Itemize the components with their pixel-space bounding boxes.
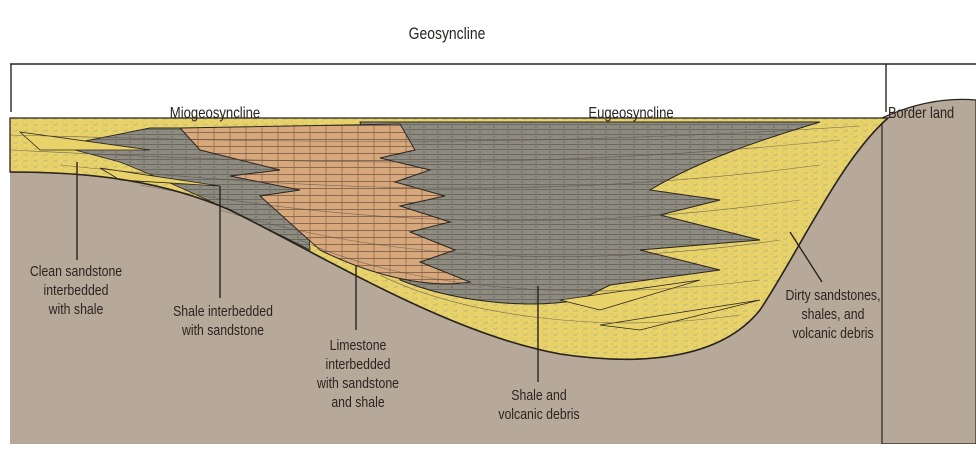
label-limestone: Limestone interbedded with sandstone and… xyxy=(307,336,409,412)
miogeosyncline-label: Miogeosyncline xyxy=(162,104,269,124)
borderland-label: Border land xyxy=(888,104,958,124)
eugeosyncline-label: Eugeosyncline xyxy=(578,104,685,124)
borderland-highland xyxy=(882,99,976,444)
label-shale-volcanic: Shale and volcanic debris xyxy=(486,386,593,424)
label-shale-sandstone: Shale interbedded with sandstone xyxy=(162,302,285,340)
diagram-title: Geosyncline xyxy=(402,24,492,43)
label-dirty-sandstones: Dirty sandstones, shales, and volcanic d… xyxy=(772,286,895,343)
label-clean-sandstone: Clean sandstone interbedded with shale xyxy=(19,262,134,319)
